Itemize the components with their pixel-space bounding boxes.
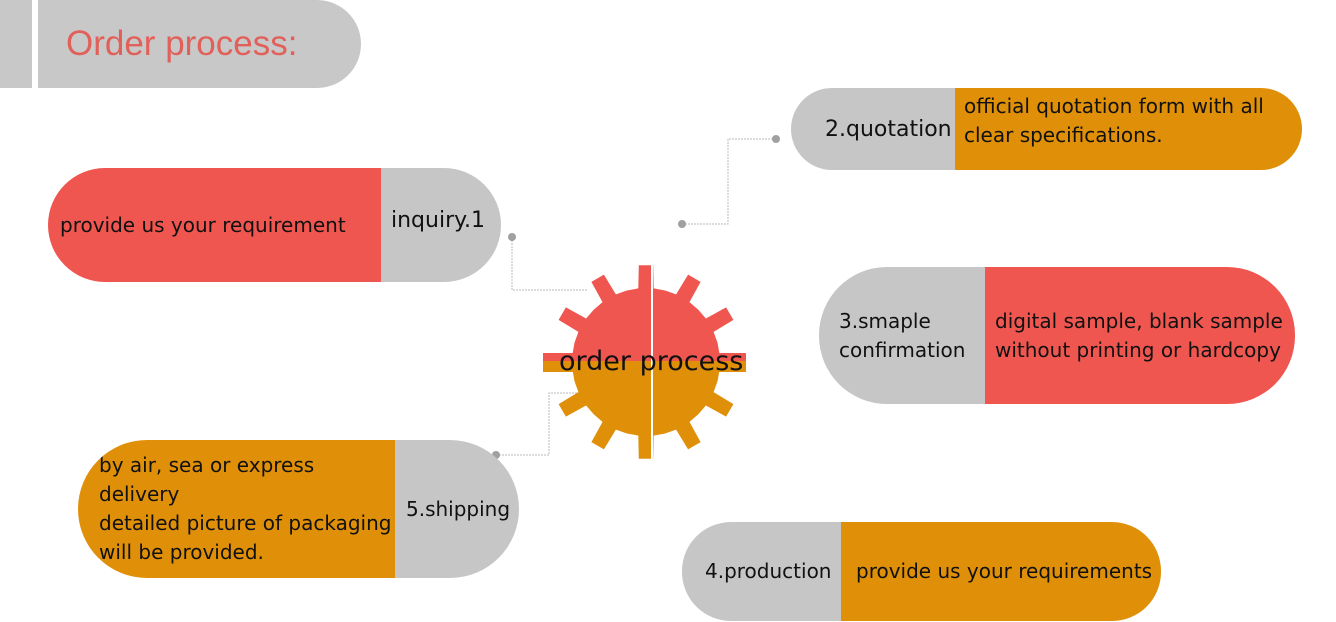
step-quotation-description: official quotation form with all clear s… [955, 88, 1302, 170]
gear-icon [549, 265, 743, 459]
step-shipping-label-box: 5.shipping [395, 440, 519, 578]
step-sample-label-line-2: confirmation [839, 337, 966, 362]
connector-step-1 [511, 237, 588, 291]
connector-dot-2a [678, 220, 686, 228]
step-shipping-line-2: detailed picture of packaging [99, 511, 392, 535]
step-quotation: 2.quotation official quotation form with… [791, 88, 1302, 170]
step-shipping-description: by air, sea or express delivery detailed… [78, 440, 395, 578]
step-quotation-line-2: clear specifications. [964, 123, 1163, 147]
step-shipping-label: 5.shipping [406, 496, 511, 521]
step-shipping: by air, sea or express delivery detailed… [78, 440, 519, 578]
step-production-description: provide us your requirements [841, 522, 1161, 621]
connector-step-5 [496, 392, 598, 456]
step-inquiry-description: provide us your requirement [48, 168, 381, 282]
step-sample-line-1: digital sample, blank sample [995, 308, 1283, 333]
step-sample-label-line-1: 3.smaple [839, 308, 931, 333]
title-banner: Order process: [38, 0, 361, 88]
step-inquiry-label-box: inquiry.1 [381, 168, 501, 282]
connector-step-2 [682, 138, 776, 225]
step-shipping-line-3: will be provided. [99, 540, 264, 564]
gear-band-orange [543, 361, 746, 372]
center-label: order process [559, 346, 744, 377]
page-title: Order process: [66, 24, 298, 63]
connector-dot-2b [772, 135, 780, 143]
gear-band-red [543, 353, 746, 361]
step-sample-label-box: 3.smaple confirmation [819, 267, 985, 404]
step-sample-confirmation: 3.smaple confirmation digital sample, bl… [819, 267, 1295, 404]
step-quotation-label: 2.quotation [825, 116, 952, 142]
title-tab-accent [0, 0, 32, 88]
step-production: 4.production provide us your requirement… [682, 522, 1161, 621]
connector-dot-1 [508, 233, 516, 241]
step-inquiry-label: inquiry.1 [391, 208, 485, 233]
step-sample-description: digital sample, blank sample without pri… [985, 267, 1295, 404]
step-quotation-line-1: official quotation form with all [964, 94, 1264, 118]
step-quotation-label-box: 2.quotation [791, 88, 955, 170]
step-production-line-1: provide us your requirements [856, 559, 1153, 583]
step-shipping-line-1: by air, sea or express delivery [99, 453, 315, 506]
step-production-label: 4.production [705, 559, 832, 583]
step-sample-line-2: without printing or hardcopy [995, 337, 1281, 362]
gear-bottom-half [549, 363, 743, 459]
step-inquiry: provide us your requirement inquiry.1 [48, 168, 501, 282]
gear-top-half [549, 265, 743, 363]
step-inquiry-line-1: provide us your requirement [60, 212, 346, 237]
step-production-label-box: 4.production [682, 522, 841, 621]
